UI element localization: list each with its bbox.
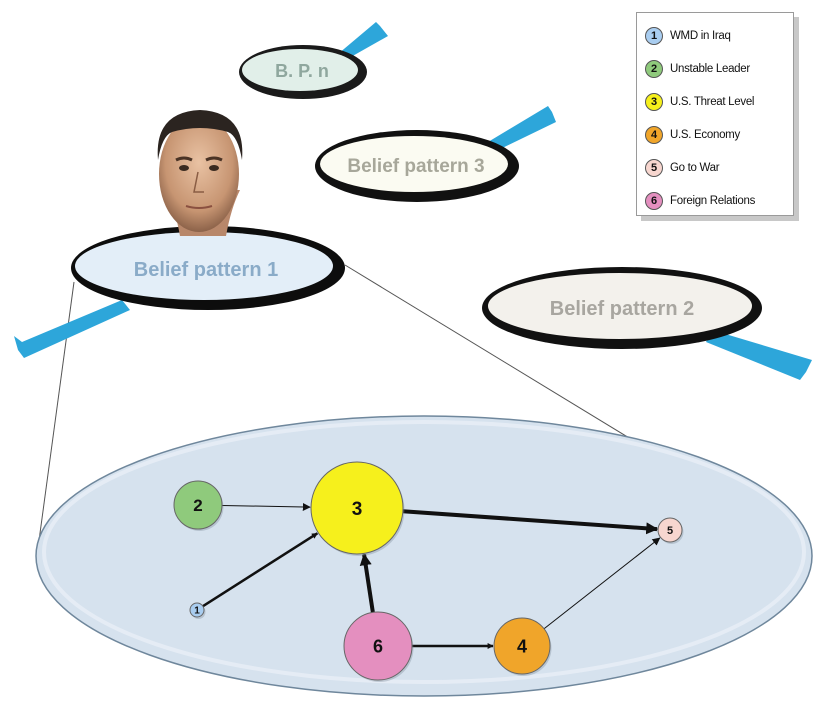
legend-label: U.S. Economy [670,128,740,141]
legend-item: 3 U.S. Threat Level [645,85,793,118]
graph-node-circle [493,617,551,675]
graph-node-circle [657,517,683,543]
graph-edges [202,502,661,649]
graph-node-circle [189,602,205,618]
bubble-bp3: Belief pattern 3 [315,106,556,202]
graph-nodes: 1 2 3 4 5 6 [173,461,684,682]
bubble-bp2: Belief pattern 2 [482,267,812,380]
avatar-hair [157,110,243,160]
graph-node-label: 1 [194,606,200,617]
legend-node-marker: 4 [645,125,663,144]
graph-node-label: 3 [352,499,363,520]
edge-3-to-5 [402,509,659,535]
legend-label: Unstable Leader [670,62,750,75]
edge-1-to-3 [202,532,319,608]
legend-node-marker: 1 [645,26,663,45]
graph-node-label: 6 [373,636,383,656]
legend-label: U.S. Threat Level [670,95,755,108]
legend-node-marker: 5 [645,158,663,177]
bubble-bp1-pointer [14,300,130,358]
bubble-bp2-label: Belief pattern 2 [550,298,694,320]
avatar-face [159,116,239,232]
bubble-bp3-pointer [488,106,556,152]
bubble-bp3-face [320,136,508,192]
graph-node-5: 5 [657,517,684,544]
graph-node-1: 1 [189,602,206,619]
bubble-bp2-pointer [706,330,812,380]
bubble-bp1-face [75,232,333,300]
graph-node-circle [343,611,413,681]
legend-node-marker: 6 [645,191,663,210]
graph-node-6: 6 [343,611,414,682]
zoom-ellipse-highlight [42,420,806,684]
graph-node-label: 4 [517,636,527,656]
legend-node-marker: 2 [645,59,663,78]
legend-item: 2 Unstable Leader [645,52,793,85]
bubble-bpn-label: B. P. n [275,61,329,81]
legend-item: 4 U.S. Economy [645,118,793,151]
bubble-bpn-pointer [338,22,388,62]
bubble-bp2-face [488,273,752,339]
legend-item: 6 Foreign Relations [645,184,793,217]
graph-node-label: 2 [193,496,202,515]
graph-node-2: 2 [173,480,224,531]
graph-node-circle [173,480,223,530]
bubble-bpn-face [242,49,358,91]
bubble-bp1: Belief pattern 1 [14,226,345,358]
legend-label: Go to War [670,161,720,174]
avatar [157,110,243,236]
graph-node-label: 5 [667,525,673,537]
graph-node-3: 3 [310,461,405,556]
edge-4-to-5 [543,537,661,630]
legend-node-marker: 3 [645,92,663,111]
legend-item: 1 WMD in Iraq [645,19,793,52]
legend-label: Foreign Relations [670,194,756,207]
graph-node-4: 4 [493,617,552,676]
bubble-bp3-label: Belief pattern 3 [347,156,484,177]
edge-6-to-3 [359,553,375,613]
zoom-ellipse [35,415,813,697]
edge-2-to-3 [221,502,311,511]
bubble-bp1-label: Belief pattern 1 [134,259,278,281]
bubble-bpn: B. P. n [239,22,388,99]
legend: 1 WMD in Iraq 2 Unstable Leader 3 U.S. Threat… [636,12,794,216]
graph-node-circle [310,461,404,555]
legend-label: WMD in Iraq [670,29,731,42]
legend-item: 5 Go to War [645,151,793,184]
